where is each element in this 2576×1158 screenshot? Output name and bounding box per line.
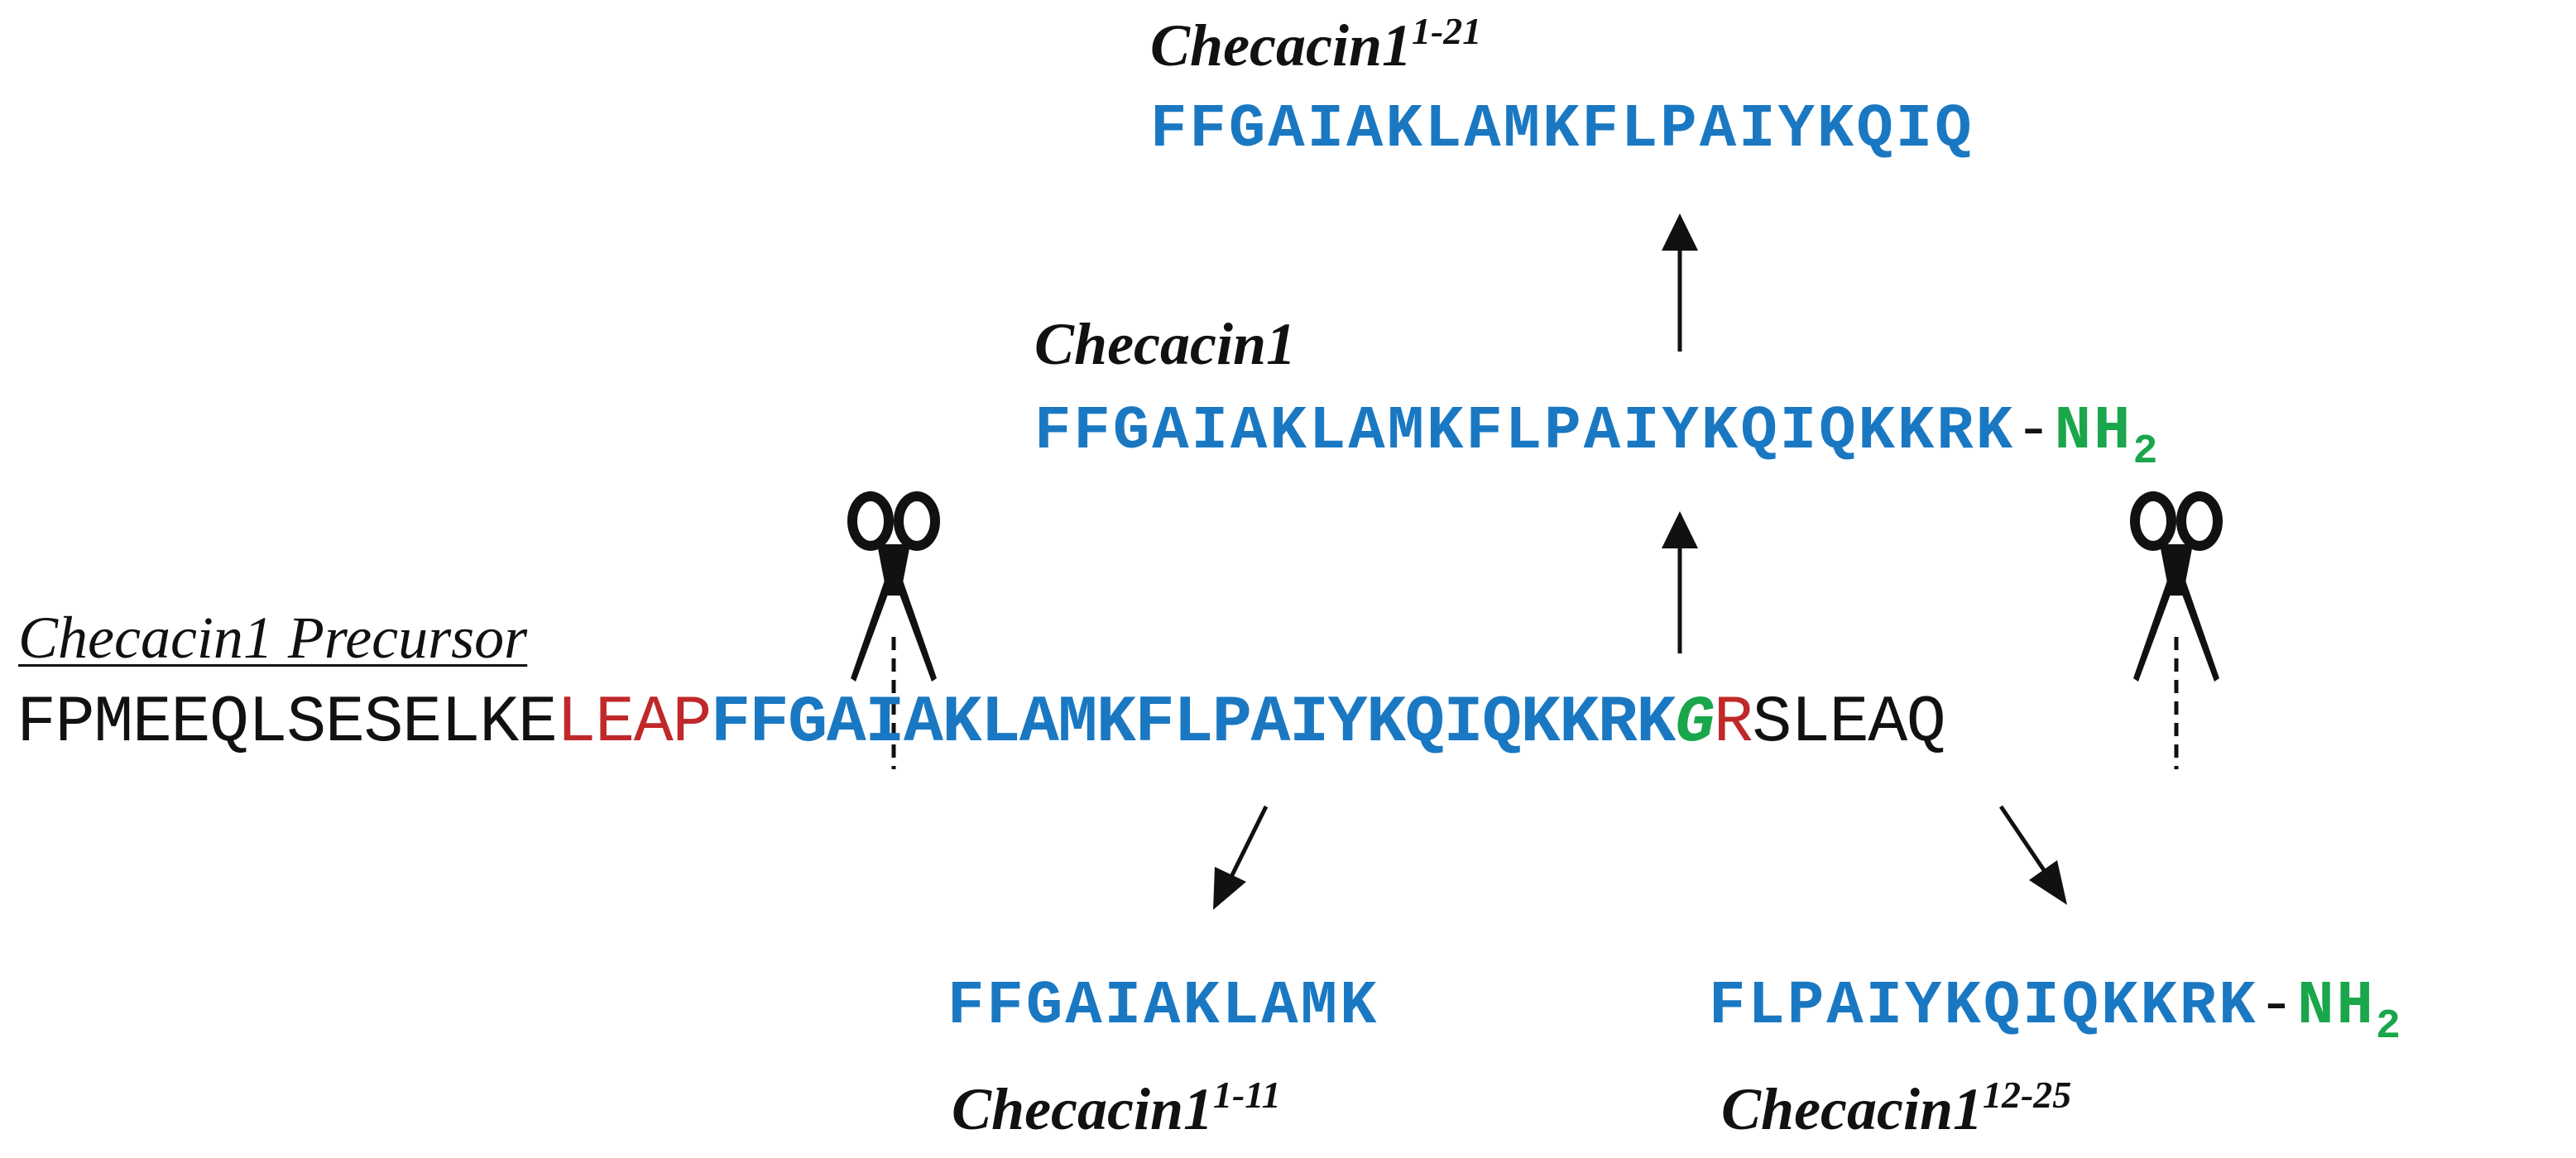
precursor-spacer: LEAP xyxy=(556,686,712,761)
fragment-right-dash: - xyxy=(2257,972,2298,1041)
fragment-left-title: Checacin11-11 xyxy=(952,1075,1281,1144)
fragment-left-range: 1-11 xyxy=(1212,1074,1281,1116)
fragment-right-title: Checacin112-25 xyxy=(1721,1075,2071,1144)
mature-peptide-amide: NH2 xyxy=(2054,397,2161,473)
arrow-up-icon xyxy=(1662,213,1698,352)
amide-subscript: 2 xyxy=(2375,1003,2403,1050)
amide-main: NH xyxy=(2054,397,2133,467)
precursor-peptide: FFGAIAKLAMKFLPAIYKQIQKKRK xyxy=(710,686,1677,761)
mature-peptide-line: FFGAIAKLAMKFLPAIYKQIQKKRK-NH2 xyxy=(1034,397,2161,473)
precursor-arginine: R xyxy=(1713,686,1753,761)
precursor-glycine: G xyxy=(1675,686,1715,761)
arrow-down-left-icon xyxy=(1213,805,1269,910)
precursor-prefix: FPMEEQLSESELKE xyxy=(17,686,558,761)
fragment-left-name: Checacin1 xyxy=(952,1076,1213,1142)
precursor-suffix: SLEAQ xyxy=(1752,686,1945,761)
fragment-right-sequence: FLPAIYKQIQKKRK xyxy=(1709,972,2258,1041)
top-peptide-name: Checacin1 xyxy=(1150,12,1412,79)
amide-main: NH xyxy=(2297,972,2376,1041)
mature-peptide-title: Checacin1 xyxy=(1034,311,1296,377)
fragment-right-line: FLPAIYKQIQKKRK-NH2 xyxy=(1709,972,2403,1048)
mature-peptide-sequence: FFGAIAKLAMKFLPAIYKQIQKKRK xyxy=(1034,397,2016,467)
amide-subscript: 2 xyxy=(2132,428,2161,476)
scissors-icon xyxy=(847,491,940,682)
fragment-right-name: Checacin1 xyxy=(1721,1076,1983,1142)
scissors-icon xyxy=(2130,491,2223,682)
top-peptide-range: 1-21 xyxy=(1411,10,1482,52)
mature-peptide-dash: - xyxy=(2015,397,2055,467)
fragment-right-amide: NH2 xyxy=(2297,972,2403,1048)
precursor-label: Checacin1 Precursor xyxy=(18,605,528,671)
arrow-up-icon xyxy=(1662,511,1698,653)
top-peptide-sequence: FFGAIAKLAMKFLPAIYKQIQ xyxy=(1150,95,1974,165)
precursor-sequence: FPMEEQLSESELKELEAPFFGAIAKLAMKFLPAIYKQIQK… xyxy=(17,691,1946,757)
fragment-left-sequence: FFGAIAKLAMK xyxy=(947,972,1379,1041)
arrow-down-right-icon xyxy=(1998,805,2067,905)
fragment-right-range: 12-25 xyxy=(1982,1074,2072,1116)
top-peptide-title: Checacin11-21 xyxy=(1150,12,1481,80)
